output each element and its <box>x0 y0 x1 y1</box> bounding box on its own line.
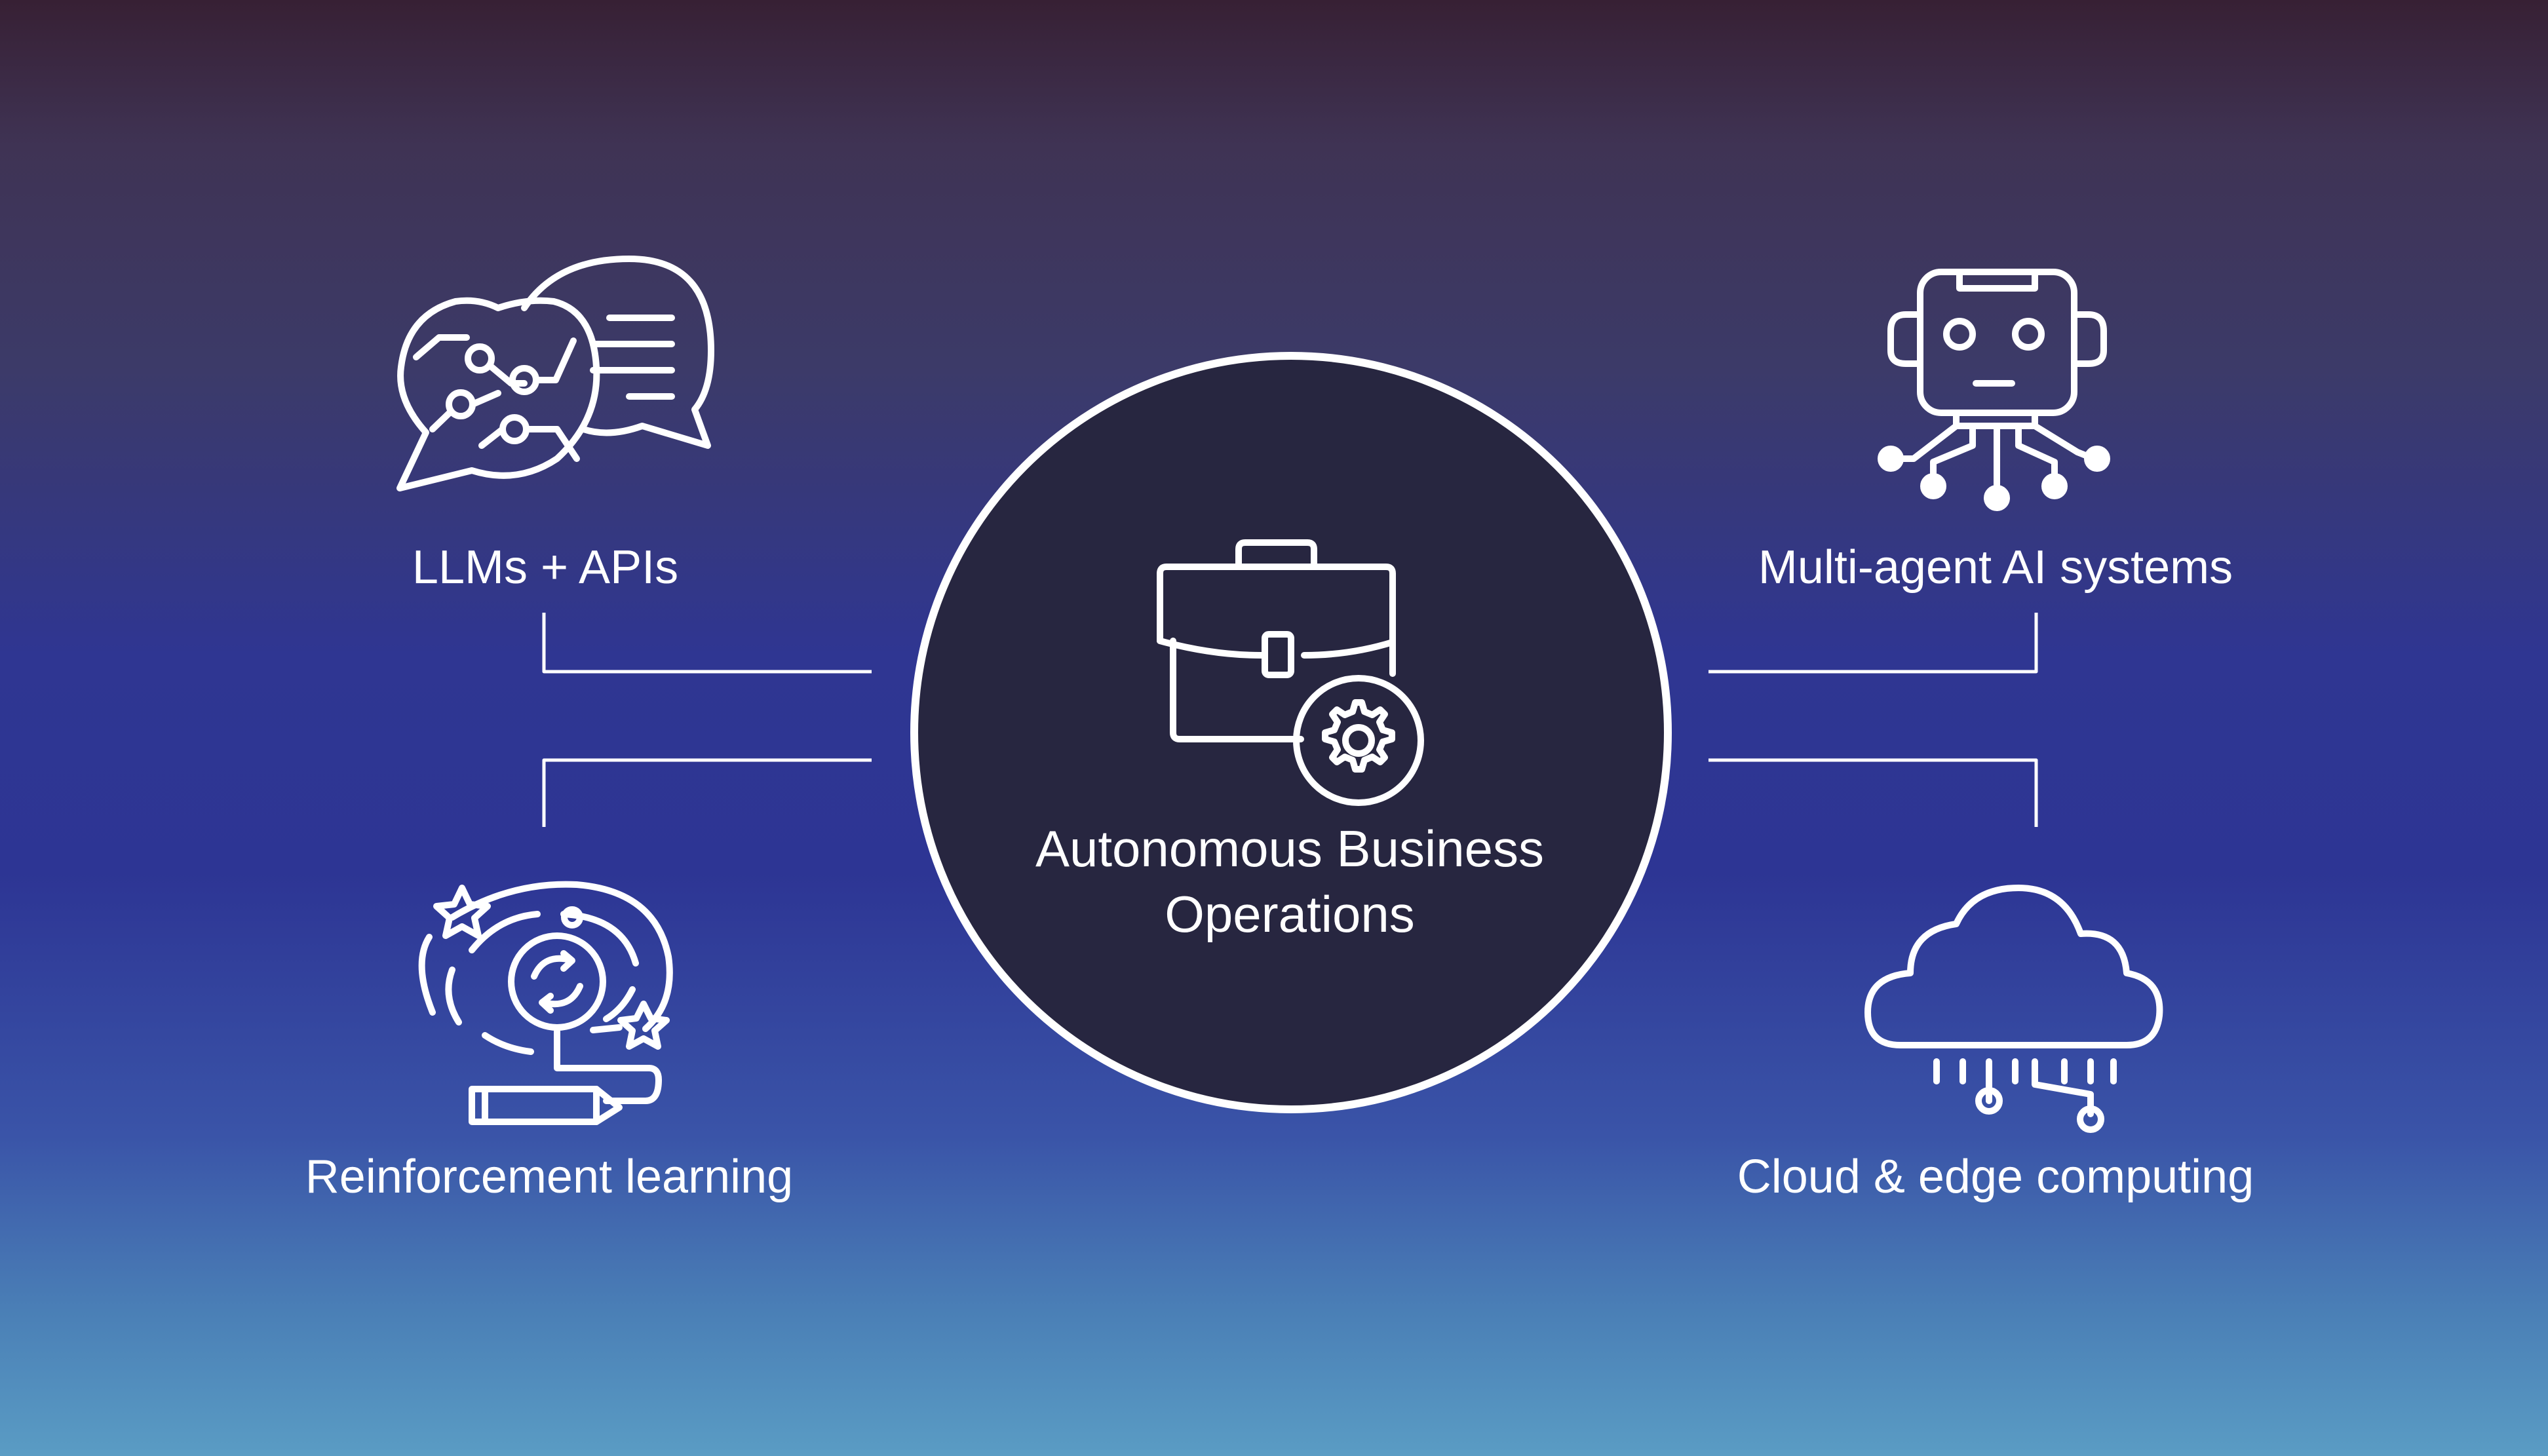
chat-bubbles-circuit-icon <box>396 256 714 491</box>
brain-loop-pencil-icon <box>418 881 673 1125</box>
robot-icon <box>1878 269 2110 511</box>
connector-llms <box>542 613 872 674</box>
label-multi-agent: Multi-agent AI systems <box>1758 541 2233 594</box>
connector-cloud <box>1708 758 2038 827</box>
center-circle <box>910 352 1672 1113</box>
connector-multi-agent <box>1708 613 2038 674</box>
briefcase-gear-icon <box>1157 539 1424 806</box>
label-reinforcement: Reinforcement learning <box>305 1151 794 1203</box>
cloud-circuit-icon <box>1864 885 2163 1133</box>
label-llms: LLMs + APIs <box>412 541 679 594</box>
center-title-line1: Autonomous Business <box>1035 820 1545 877</box>
connectors <box>542 613 2038 827</box>
connector-reinforcement <box>542 758 872 827</box>
label-cloud: Cloud & edge computing <box>1737 1151 2254 1203</box>
center-title: Autonomous Business Operations <box>962 816 1617 947</box>
center-title-line2: Operations <box>1165 885 1415 943</box>
